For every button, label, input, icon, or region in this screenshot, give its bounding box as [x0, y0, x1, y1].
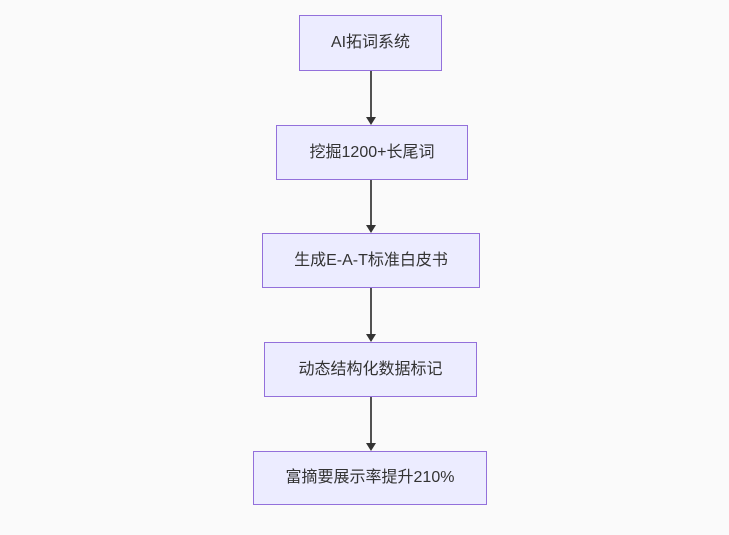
flow-arrow-3	[365, 288, 376, 342]
flow-node-rich-snippet-result: 富摘要展示率提升210%	[253, 451, 487, 505]
arrow-line	[369, 71, 372, 118]
flow-node-eat-whitepaper: 生成E-A-T标准白皮书	[262, 233, 480, 288]
flow-node-structured-data: 动态结构化数据标记	[264, 342, 477, 397]
flow-node-ai-keyword-system: AI拓词系统	[299, 15, 442, 71]
flow-node-longtail-mining: 挖掘1200+长尾词	[276, 125, 468, 180]
arrow-line	[369, 397, 372, 444]
flow-arrow-1	[365, 71, 376, 125]
flow-arrow-2	[365, 180, 376, 233]
flow-arrow-4	[365, 397, 376, 451]
flow-node-label: 生成E-A-T标准白皮书	[294, 251, 448, 269]
arrow-head-icon	[365, 334, 376, 342]
arrow-head-icon	[365, 443, 376, 451]
flow-node-label: 挖掘1200+长尾词	[309, 143, 435, 161]
flow-node-label: AI拓词系统	[330, 34, 411, 52]
arrow-line	[369, 288, 372, 335]
flow-node-label: 动态结构化数据标记	[298, 360, 443, 378]
arrow-head-icon	[365, 225, 376, 233]
arrow-head-icon	[365, 117, 376, 125]
flow-node-label: 富摘要展示率提升210%	[285, 469, 455, 487]
arrow-line	[369, 180, 372, 226]
